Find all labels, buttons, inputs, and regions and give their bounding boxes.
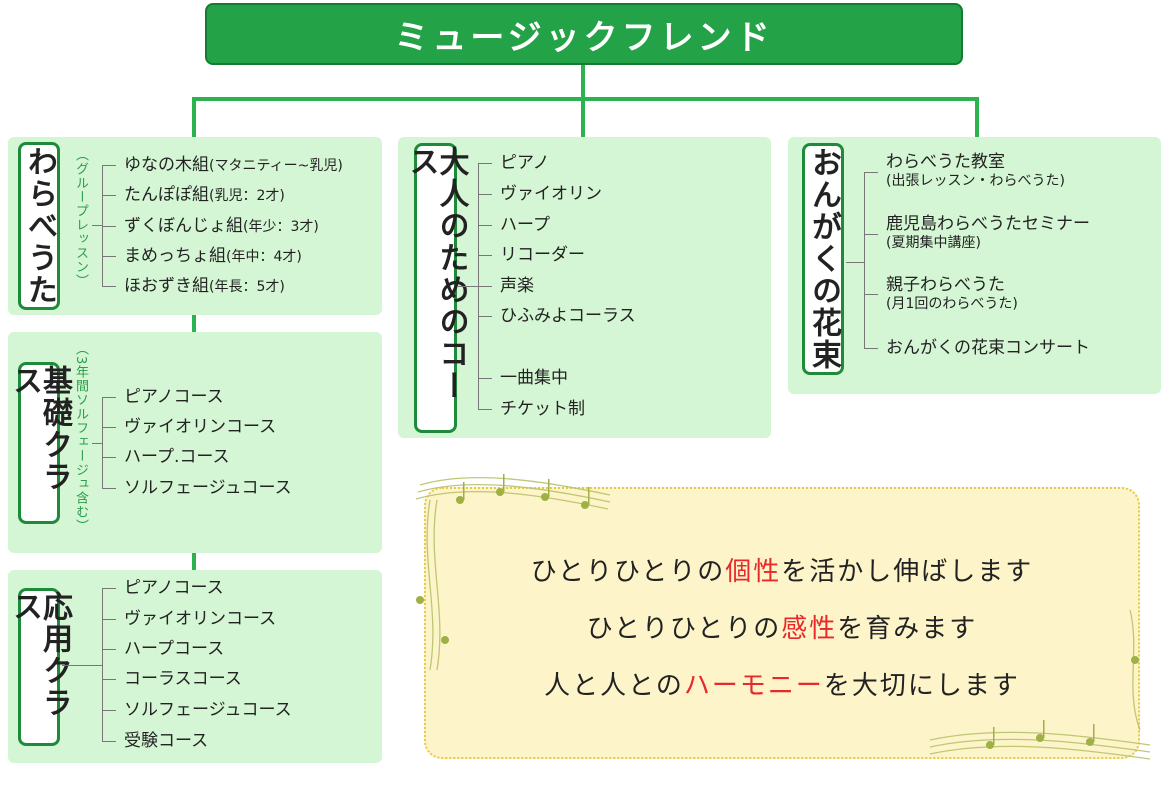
ongaku-item: おんがくの花束コンサート <box>886 338 1090 358</box>
otona-item: チケット制 <box>500 399 585 419</box>
otona-item: ひふみよコーラス <box>500 306 636 326</box>
ouyou-item: ピアノコース <box>124 578 224 598</box>
otona-panel <box>398 137 771 438</box>
otona-item: ヴァイオリン <box>500 184 602 204</box>
motto-box <box>424 487 1140 759</box>
warabeuta-label: わらべうた <box>18 142 60 310</box>
connector-warabeuta-kiso <box>192 315 196 332</box>
warabeuta-item: ゆなの木組(マタニティー~乳児) <box>124 155 343 175</box>
connector-title-down <box>581 65 585 99</box>
kiso-item: ピアノコース <box>124 387 224 407</box>
warabeuta-item: たんぽぽ組(乳児：2才) <box>124 185 285 205</box>
kiso-label: 基礎クラス <box>7 362 72 524</box>
ouyou-label: 応用クラス <box>7 588 72 746</box>
warabeuta-subtitle: （グループレッスン） <box>73 148 88 288</box>
ouyou-item: ハープコース <box>124 639 225 659</box>
ouyou-item: コーラスコース <box>124 669 242 689</box>
connector-left-down <box>192 97 196 137</box>
ongaku-item: わらべうた教室(出張レッスン・わらべうた) <box>886 152 1065 189</box>
kiso-subtitle: （3年間ソルフェージュ含む） <box>73 342 88 534</box>
motto-line-2: ひとりひとりの感性を育みます <box>586 614 978 644</box>
warabeuta-panel <box>8 137 382 315</box>
motto-line-1: ひとりひとりの個性を活かし伸ばします <box>530 557 1034 587</box>
page-title: ミュージックフレンド <box>205 3 963 65</box>
otona-item: ハープ <box>500 215 550 235</box>
ongaku-panel <box>788 137 1161 394</box>
ongaku-label: おんがくの花束 <box>802 143 844 375</box>
otona-item: 一曲集中 <box>500 368 568 388</box>
ouyou-item: ソルフェージュコース <box>124 700 292 720</box>
warabeuta-item: ずくぼんじょ組(年少：3才) <box>124 216 319 236</box>
ongaku-item: 鹿児島わらべうたセミナー(夏期集中講座) <box>886 214 1090 251</box>
otona-item: ピアノ <box>500 153 550 173</box>
kiso-item: ヴァイオリンコース <box>124 417 277 437</box>
connector-kiso-ouyou <box>192 553 196 570</box>
ongaku-item: 親子わらべうた(月1回のわらべうた) <box>886 275 1018 312</box>
ouyou-panel <box>8 570 382 763</box>
ouyou-item: 受験コース <box>124 731 209 751</box>
kiso-panel <box>8 332 382 553</box>
warabeuta-item: まめっちょ組(年中：4才) <box>124 246 302 266</box>
kiso-item: ハープ.コース <box>124 447 230 467</box>
connector-middle-down <box>581 97 585 137</box>
otona-label: 大人のためのコース <box>404 143 469 433</box>
connector-horizontal <box>192 97 979 101</box>
kiso-item: ソルフェージュコース <box>124 478 292 498</box>
otona-item: リコーダー <box>500 245 585 265</box>
warabeuta-item: ほおずき組(年長：5才) <box>124 276 285 296</box>
otona-item: 声楽 <box>500 276 534 296</box>
ouyou-item: ヴァイオリンコース <box>124 609 277 629</box>
connector-right-down <box>975 97 979 137</box>
motto-line-3: 人と人とのハーモニーを大切にします <box>544 671 1020 701</box>
